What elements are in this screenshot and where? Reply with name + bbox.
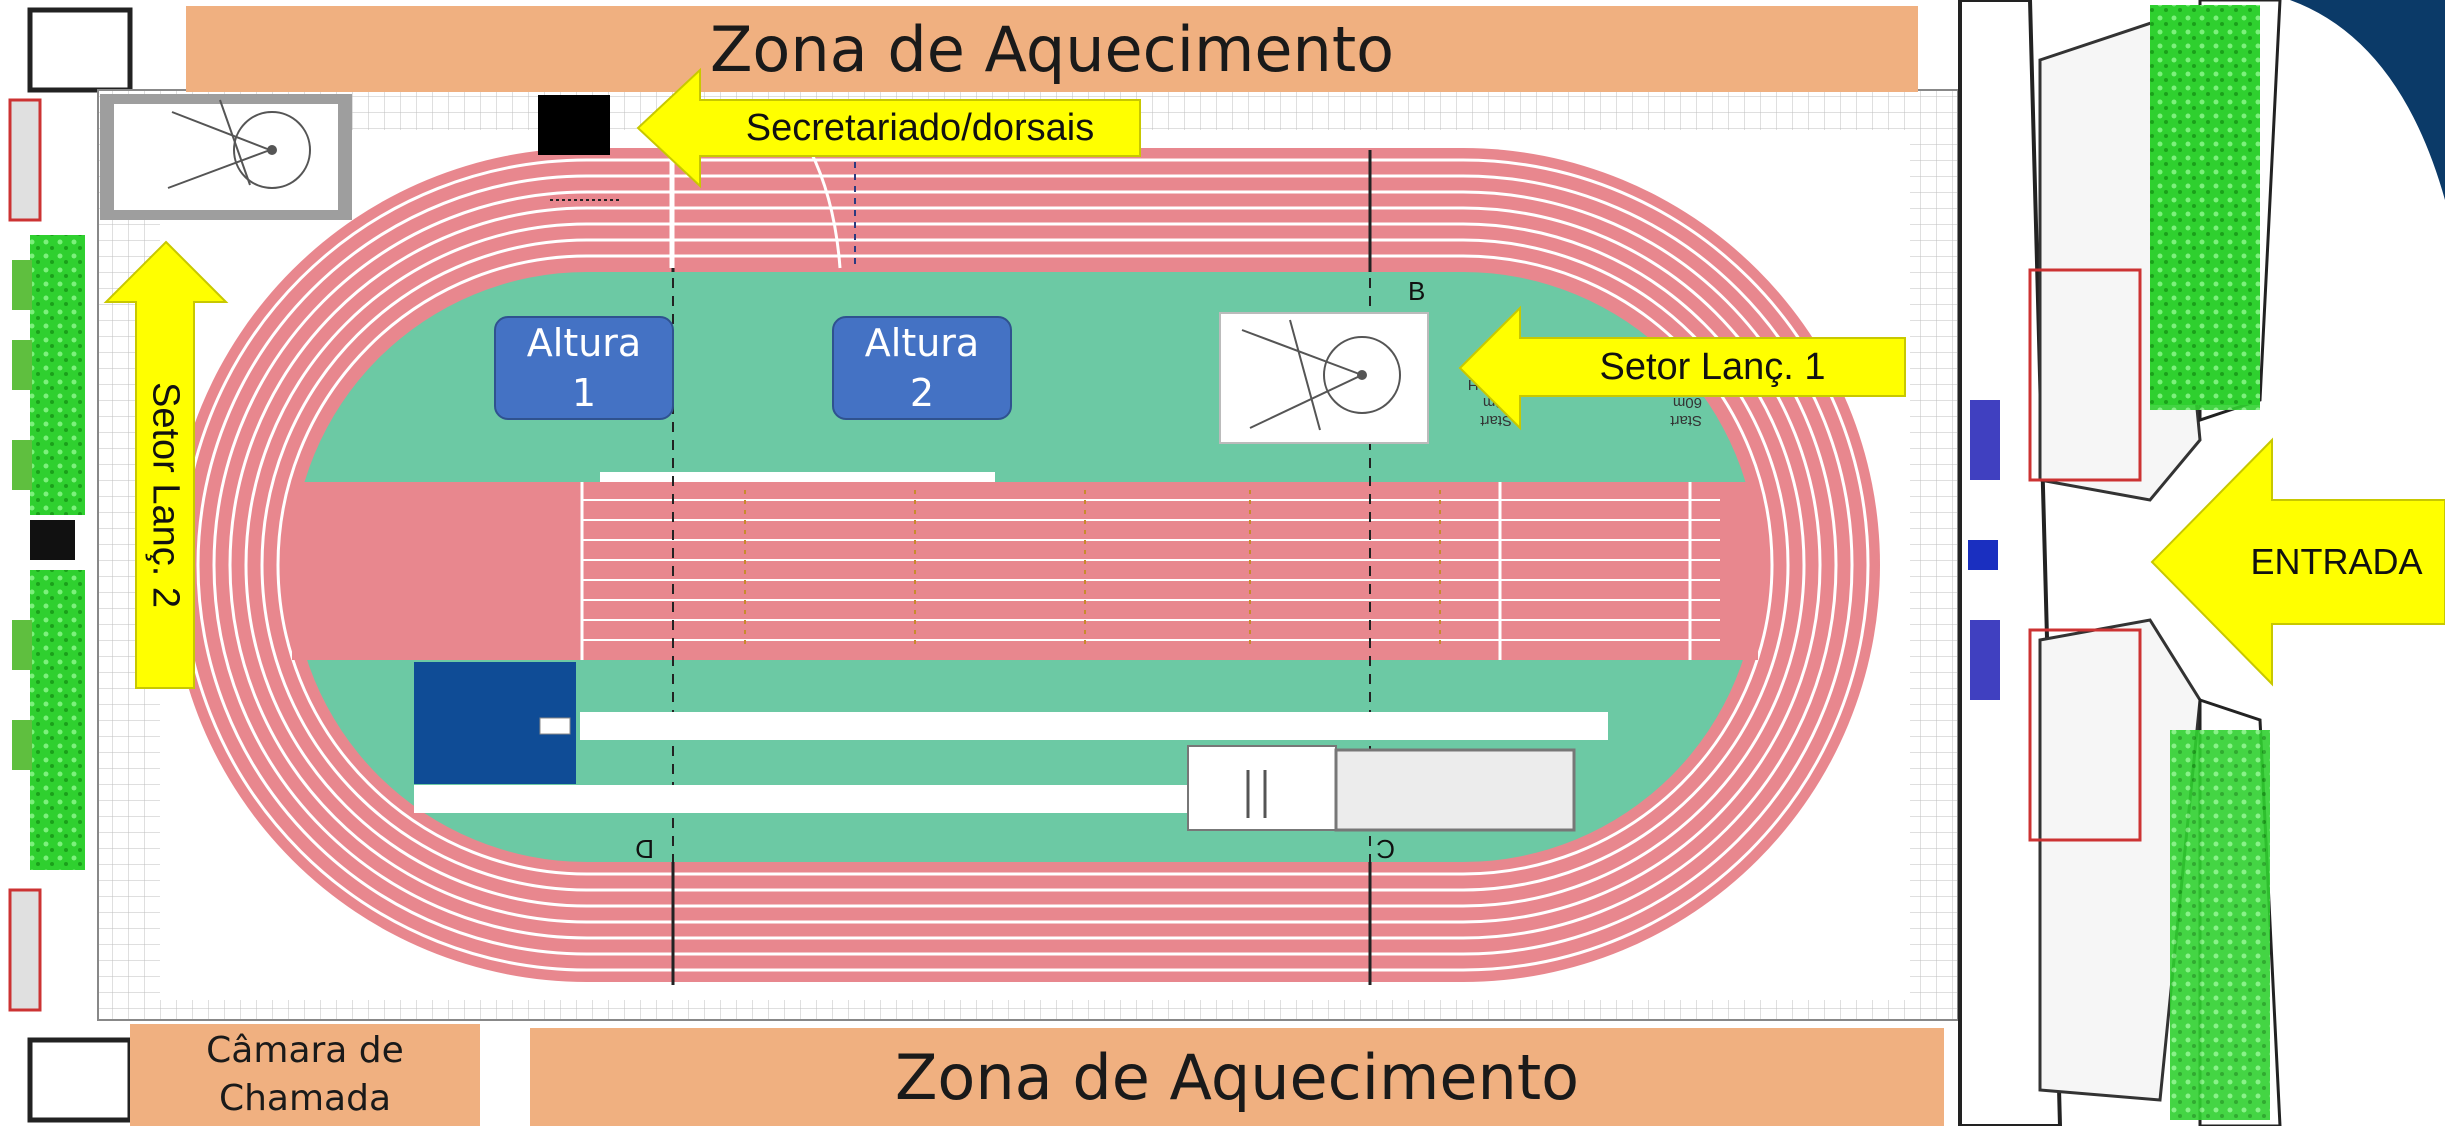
altura-2-line1: Altura	[864, 321, 980, 365]
throwing-sector-1	[1219, 312, 1429, 444]
call-room: Câmara de Chamada	[130, 1024, 480, 1126]
warmup-zone-bottom-label: Zona de Aquecimento	[894, 1040, 1580, 1114]
setor-lanc-1-label: Setor Lanç. 1	[1599, 345, 1826, 388]
svg-text:Start: Start	[1669, 412, 1702, 429]
warmup-zone-top: Zona de Aquecimento	[186, 6, 1918, 92]
throwing-sector-2	[100, 94, 352, 220]
warmup-zone-top-label: Zona de Aquecimento	[709, 12, 1395, 86]
throwing-circle-icon	[1241, 319, 1401, 431]
secretariado-box	[538, 95, 610, 155]
call-room-line1: Câmara de	[206, 1030, 404, 1071]
left-building	[0, 0, 133, 1126]
altura-2-line2: 2	[909, 371, 935, 415]
altura-1-box: Altura 1	[494, 316, 674, 420]
marker-b: B	[1408, 276, 1425, 306]
altura-1-line2: 1	[571, 371, 597, 415]
altura-1-line1: Altura	[526, 321, 642, 365]
svg-text:60m H: 60m H	[1468, 376, 1512, 393]
call-room-line2: Chamada	[218, 1078, 392, 1119]
svg-text:Start: Start	[1479, 412, 1512, 429]
throwing-circle-icon	[167, 99, 311, 189]
svg-text:50m: 50m	[1483, 394, 1512, 411]
jump-runways	[414, 662, 1608, 832]
entrada-label: ENTRADA	[2250, 541, 2423, 582]
setor-lanc-2-label: Setor Lanç. 2	[144, 381, 187, 609]
marker-c: C	[1376, 834, 1395, 864]
svg-text:60m: 60m	[1673, 394, 1702, 411]
warmup-zone-bottom: Zona de Aquecimento	[530, 1028, 1944, 1126]
axis-lines	[672, 260, 1371, 880]
altura-2-box: Altura 2	[832, 316, 1012, 420]
secretariado-label: Secretariado/dorsais	[745, 106, 1095, 149]
right-grass	[2150, 5, 2260, 405]
marker-d: D	[635, 834, 654, 864]
sprint-straight	[292, 472, 1758, 660]
corner-decoration	[2290, 0, 2445, 200]
